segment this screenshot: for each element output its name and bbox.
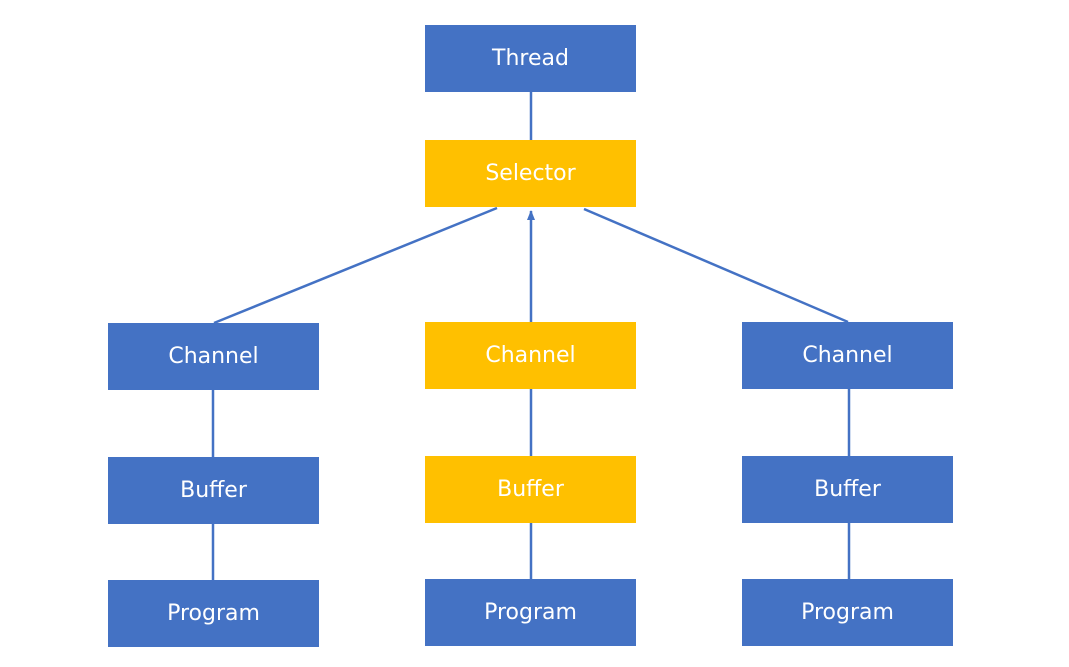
program-label-left: Program (167, 601, 260, 626)
buffer-node-middle: Buffer (425, 456, 636, 523)
buffer-label-right: Buffer (814, 477, 881, 502)
program-node-middle: Program (425, 579, 636, 646)
selector-label: Selector (485, 161, 576, 186)
connector-selector-channel-right (583, 207, 849, 324)
channel-node-right: Channel (742, 322, 953, 389)
thread-node: Thread (425, 25, 636, 92)
buffer-node-right: Buffer (742, 456, 953, 523)
buffer-label-middle: Buffer (497, 477, 564, 502)
program-node-left: Program (108, 580, 319, 647)
channel-label-right: Channel (802, 343, 893, 368)
channel-node-middle: Channel (425, 322, 636, 389)
buffer-label-left: Buffer (180, 478, 247, 503)
selector-node: Selector (425, 140, 636, 207)
program-label-right: Program (801, 600, 894, 625)
connector-selector-channel-left (213, 206, 498, 325)
program-node-right: Program (742, 579, 953, 646)
program-label-middle: Program (484, 600, 577, 625)
channel-label-left: Channel (168, 344, 259, 369)
thread-label: Thread (492, 46, 569, 71)
buffer-node-left: Buffer (108, 457, 319, 524)
channel-label-middle: Channel (485, 343, 576, 368)
channel-node-left: Channel (108, 323, 319, 390)
